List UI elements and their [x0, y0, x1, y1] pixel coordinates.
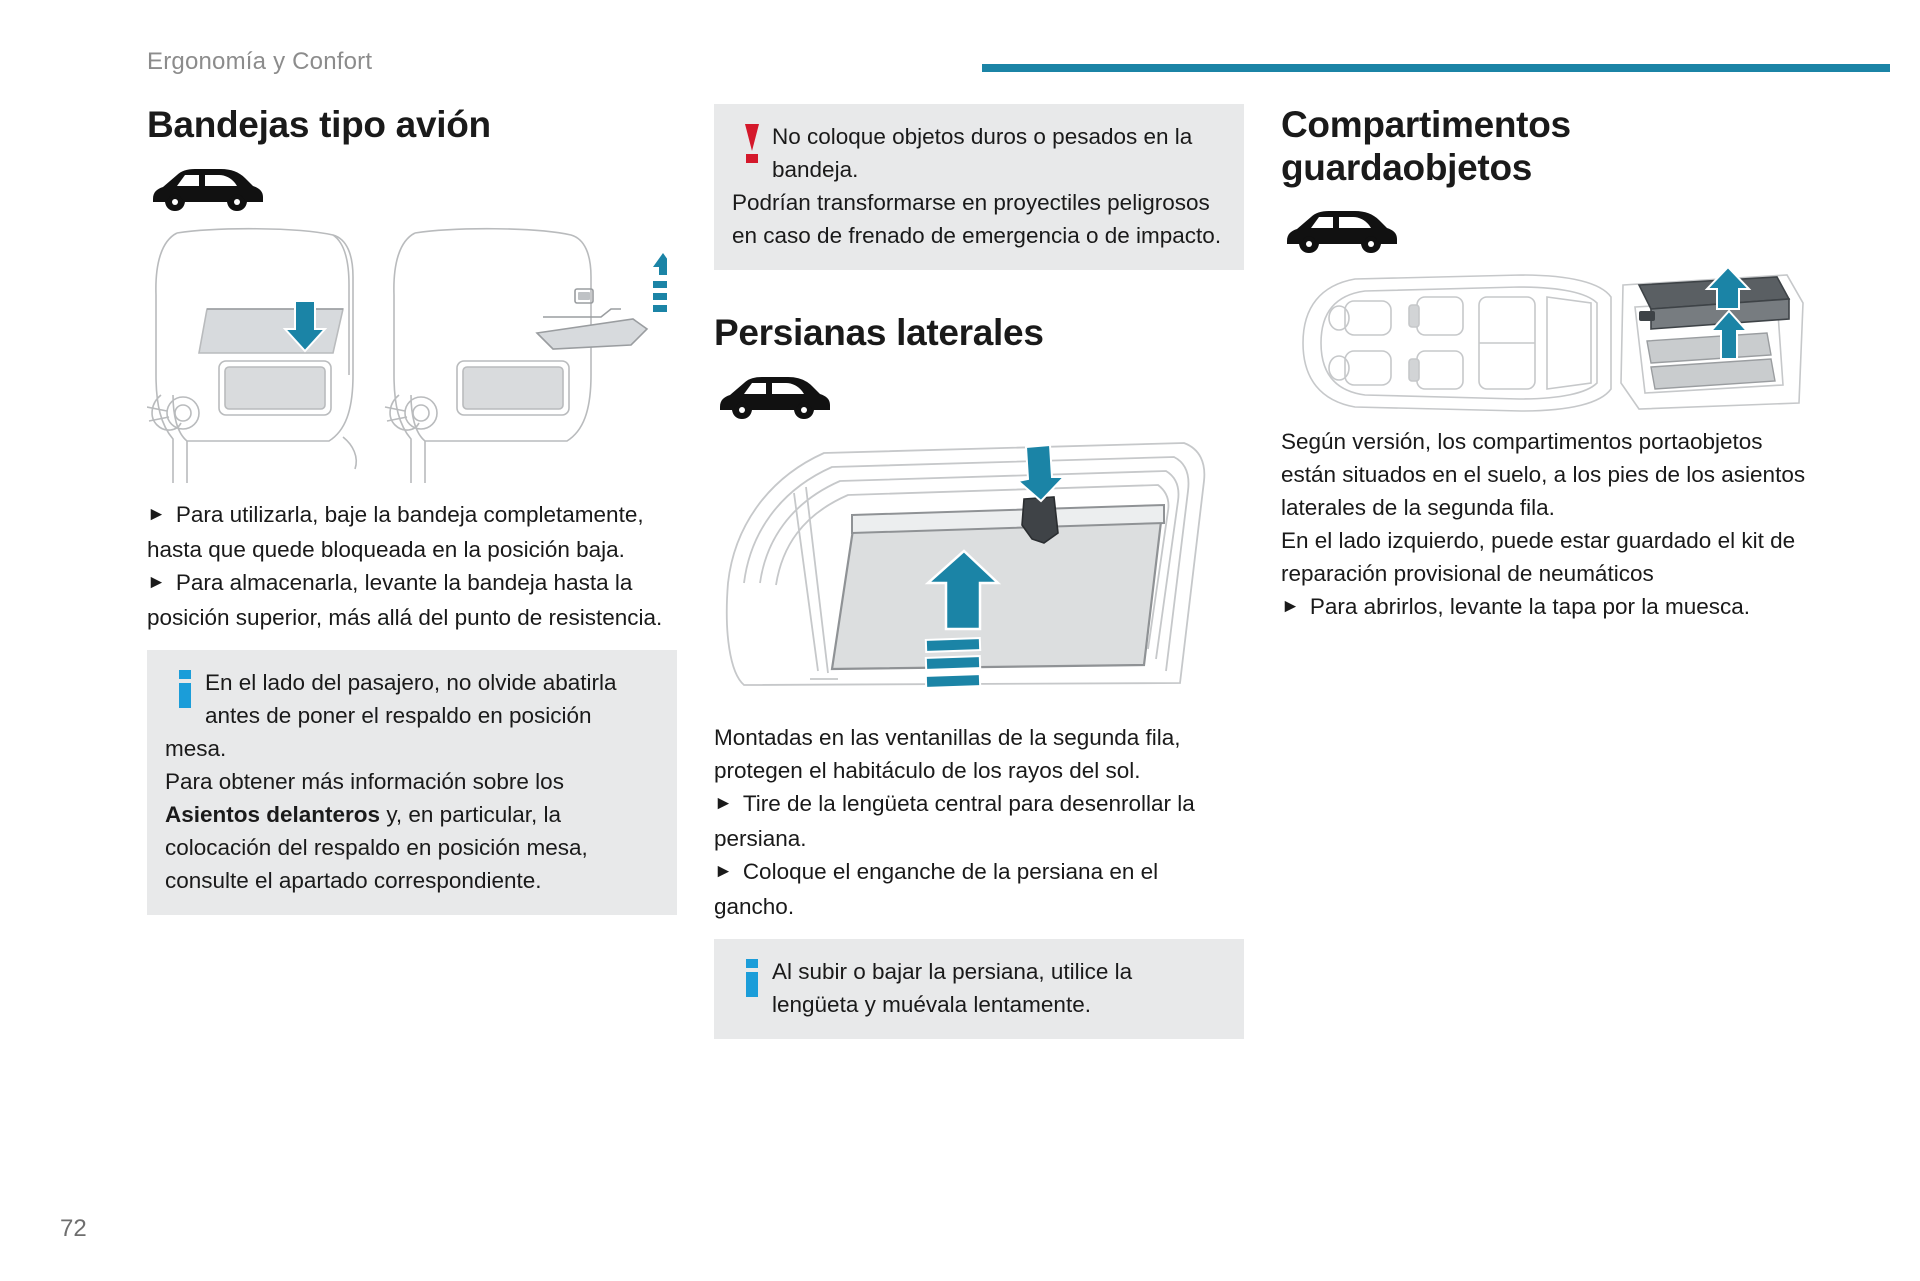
page-header: Ergonomía y Confort	[0, 48, 1920, 88]
triangle-bullet-icon: ►	[147, 571, 166, 593]
notice-text-bold: Asientos delanteros	[165, 801, 381, 827]
body-paragraph: En el lado izquierdo, puede estar guarda…	[1281, 528, 1796, 587]
notice-text-pre: Para obtener más información sobre los	[165, 768, 564, 794]
instruction-text: Para almacenarla, levante la bandeja has…	[147, 569, 663, 630]
instruction-text: Coloque el enganche de la persiana en el…	[714, 858, 1159, 919]
column-left: Bandejas tipo avión	[147, 104, 677, 915]
instruction-paragraph: ►Para almacenarla, levante la bandeja ha…	[147, 566, 677, 634]
car-side-silhouette-icon	[1281, 203, 1811, 257]
notice-continuation: mesa.	[165, 735, 227, 761]
info-icon	[732, 955, 772, 1002]
notice-text: En el lado del pasajero, no olvide abati…	[205, 669, 617, 728]
instruction-paragraph: ►Coloque el enganche de la persiana en e…	[714, 855, 1244, 923]
car-side-silhouette-icon	[714, 369, 1244, 423]
info-notice-box: En el lado del pasajero, no olvide abati…	[147, 649, 677, 915]
section-title-persianas: Persianas laterales	[714, 312, 1044, 353]
breadcrumb: Ergonomía y Confort	[147, 48, 373, 75]
body-paragraph: Montadas en las ventanillas de la segund…	[714, 724, 1181, 783]
instruction-paragraph: ►Para utilizarla, baje la bandeja comple…	[147, 498, 677, 566]
notice-text-post: y, en particular, la colocación del resp…	[165, 801, 588, 893]
instruction-text: Para utilizarla, baje la bandeja complet…	[147, 501, 644, 562]
column-right: Compartimentos guardaobjetos	[1281, 104, 1811, 625]
section-title-compartimentos: Compartimentos guardaobjetos	[1281, 104, 1811, 189]
page-number: 72	[60, 1215, 87, 1242]
triangle-bullet-icon: ►	[714, 792, 733, 814]
car-side-silhouette-icon	[147, 161, 677, 215]
instruction-paragraph: ► Para abrirlos, levante la tapa por la m…	[1281, 590, 1811, 625]
info-icon	[165, 666, 205, 713]
side-window-sunblind-illustration	[714, 433, 1244, 713]
page-title: Bandejas tipo avión	[147, 104, 491, 145]
notice-continuation-rich: Para obtener más información sobre los A…	[165, 765, 657, 897]
notice-text: Al subir o bajar la persiana, utilice la…	[772, 958, 1133, 1017]
warning-icon	[732, 120, 772, 167]
triangle-bullet-icon: ►	[1281, 596, 1300, 618]
instruction-paragraph: ►Tire de la lengüeta central para desenr…	[714, 787, 1244, 855]
section-title-line2: guardaobjetos	[1281, 146, 1533, 188]
warning-notice-box: No coloque objetos duros o pesados en la…	[714, 104, 1244, 270]
column-middle: No coloque objetos duros o pesados en la…	[714, 104, 1244, 1039]
section-title-line1: Compartimentos	[1281, 104, 1571, 145]
header-accent-rule	[982, 64, 1890, 72]
triangle-bullet-icon: ►	[714, 860, 733, 882]
triangle-bullet-icon: ►	[147, 503, 166, 525]
info-notice-box: Al subir o bajar la persiana, utilice la…	[714, 938, 1244, 1039]
floor-storage-compartments-illustration	[1281, 267, 1811, 417]
seat-back-tray-tables-illustration	[147, 225, 677, 490]
notice-text: No coloque objetos duros o pesados en la…	[772, 124, 1193, 182]
instruction-text: Tire de la lengüeta central para desenro…	[714, 790, 1195, 851]
notice-continuation: Podrían transformarse en proyectiles pel…	[732, 190, 1222, 248]
body-paragraph: Según versión, los compartimentos portao…	[1281, 429, 1806, 521]
instruction-text: Para abrirlos, levante la tapa por la mu…	[1309, 594, 1751, 620]
